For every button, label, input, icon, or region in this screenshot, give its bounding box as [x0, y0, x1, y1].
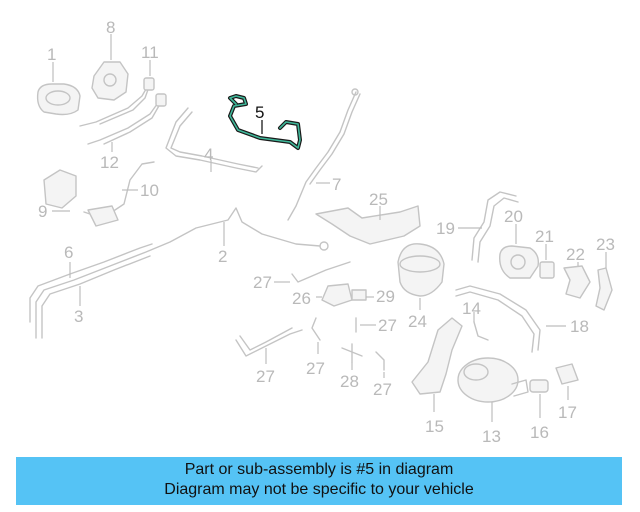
label-8: 8	[106, 18, 115, 37]
part-19-hose	[458, 191, 519, 263]
part-11-sensor	[79, 60, 155, 127]
label-23: 23	[596, 235, 615, 254]
label-17: 17	[558, 403, 577, 422]
label-12: 12	[100, 153, 119, 172]
part-7-pipe	[287, 88, 361, 221]
label-19: 19	[436, 219, 455, 238]
label-2: 2	[218, 247, 227, 266]
label-20: 20	[504, 207, 523, 226]
label-13: 13	[482, 427, 501, 446]
diagram-caption-banner: Part or sub-assembly is #5 in diagram Di…	[16, 457, 622, 505]
part-9-10-valve	[43, 161, 155, 227]
part-13-pump	[457, 357, 529, 422]
label-21: 21	[535, 227, 554, 246]
label-14: 14	[462, 299, 481, 318]
part-24-reservoir	[397, 243, 445, 310]
part-12-sensor	[87, 93, 167, 152]
label-29: 29	[376, 287, 395, 306]
part-15-bracket	[411, 317, 463, 412]
label-3: 3	[74, 307, 83, 326]
part-8-bracket	[91, 34, 129, 101]
part-18-hose	[455, 285, 566, 353]
parts-diagram: 1 8 11 5 4 12 7 10 9 25 19 20 21 22 23 6…	[29, 18, 615, 446]
label-1: 1	[47, 45, 56, 64]
label-9: 9	[38, 202, 47, 221]
part-27-hoses	[235, 261, 351, 364]
label-15: 15	[425, 417, 444, 436]
label-4: 4	[204, 145, 213, 164]
label-27-d: 27	[256, 367, 275, 386]
label-7: 7	[332, 175, 341, 194]
label-6: 6	[64, 243, 73, 262]
label-18: 18	[570, 317, 589, 336]
label-27-e: 27	[373, 380, 392, 399]
label-5-highlighted: 5	[255, 103, 264, 122]
label-27-b: 27	[378, 316, 397, 335]
part-26-29-valves	[311, 283, 385, 378]
part-25-bracket	[315, 205, 421, 245]
part-5-pipe-highlighted	[228, 94, 302, 150]
part-14-clip	[473, 312, 489, 341]
part-16-17-fittings	[529, 363, 579, 418]
part-21-22-23-fittings	[539, 244, 613, 311]
label-26: 26	[292, 289, 311, 308]
part-1-mount	[36, 62, 81, 116]
label-22: 22	[566, 245, 585, 264]
label-28: 28	[340, 372, 359, 391]
caption-line-2: Diagram may not be specific to your vehi…	[164, 481, 474, 498]
label-27-c: 27	[306, 359, 325, 378]
label-24: 24	[408, 312, 427, 331]
part-2-3-pipes	[29, 207, 329, 339]
label-27-a: 27	[253, 273, 272, 292]
label-10: 10	[140, 181, 159, 200]
part-20-pump	[499, 224, 540, 279]
label-16: 16	[530, 423, 549, 442]
label-11: 11	[141, 43, 159, 62]
label-25: 25	[369, 190, 388, 209]
caption-line-1: Part or sub-assembly is #5 in diagram	[184, 461, 454, 478]
part-4-hose	[165, 107, 263, 173]
